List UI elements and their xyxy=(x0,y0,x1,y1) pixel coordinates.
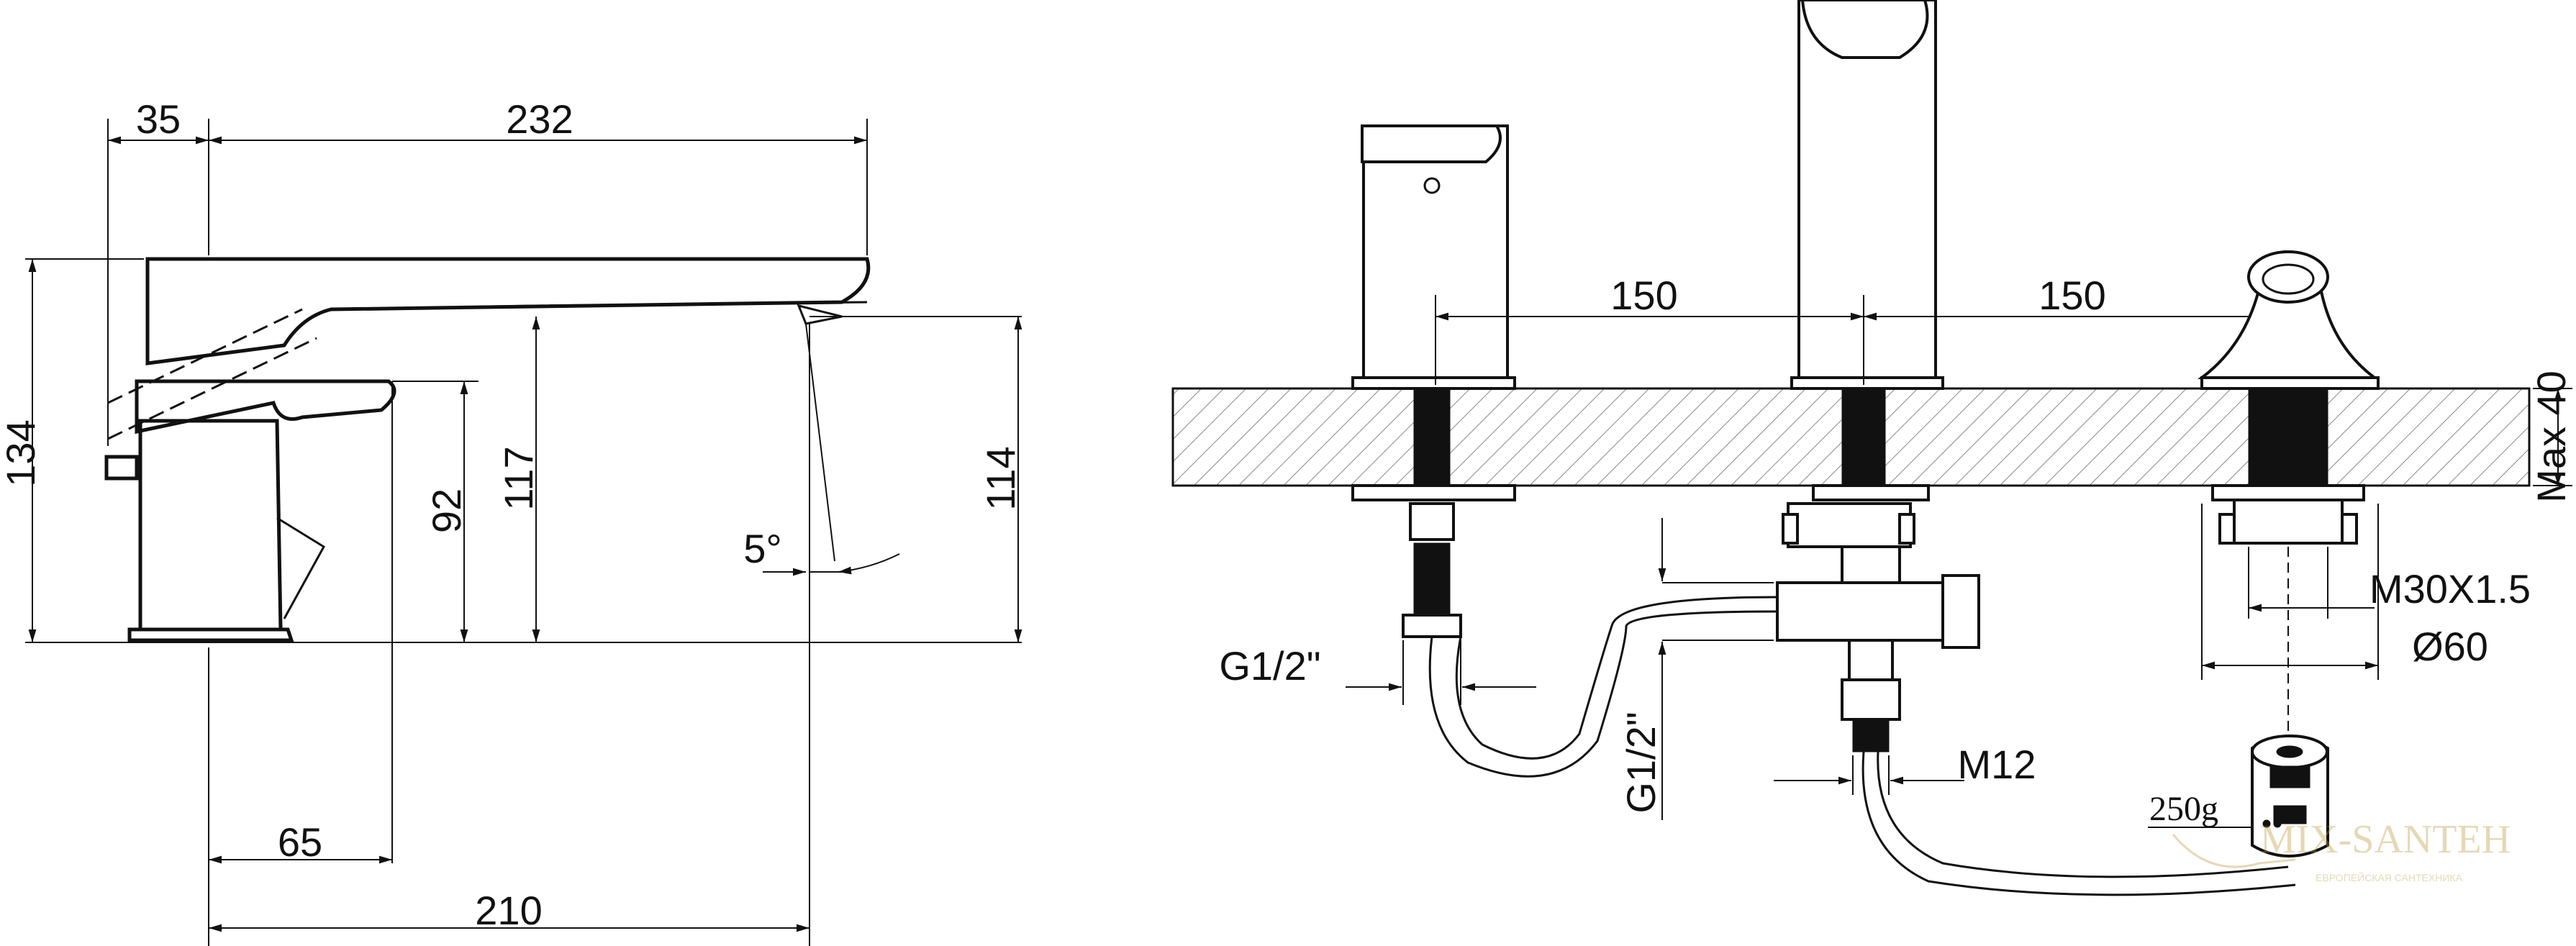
dim-150-left: 150 xyxy=(1610,273,1677,318)
right-diverter xyxy=(2198,250,2380,784)
dim-g12-left: G1/2" xyxy=(1219,643,1320,688)
dim-92: 92 xyxy=(424,488,469,533)
side-view: 35 232 134 92 117 114 5° 65 210 xyxy=(0,96,1023,946)
dim-m12: M12 xyxy=(1958,742,2036,787)
watermark-brand: MIX-SANTEH xyxy=(2260,817,2511,862)
dim-max-40: Max 40 xyxy=(2529,370,2574,503)
dim-134: 134 xyxy=(0,419,43,486)
dim-117: 117 xyxy=(496,446,541,510)
install-view: Max 40 G1/2" xyxy=(1171,0,2574,896)
dim-232: 232 xyxy=(506,96,573,142)
dim-210: 210 xyxy=(475,888,542,933)
dim-150-right: 150 xyxy=(2038,273,2105,318)
watermark: MIX-SANTEH ЕВРОПЕЙСКАЯ САНТЕХНИКА xyxy=(2172,817,2511,883)
dim-g12-center: G1/2" xyxy=(1618,711,1664,813)
dim-diameter-60: Ø60 xyxy=(2412,624,2488,669)
watermark-tagline: ЕВРОПЕЙСКАЯ САНТЕХНИКА xyxy=(2316,871,2462,883)
counterweight xyxy=(2251,734,2329,858)
dim-35: 35 xyxy=(136,96,181,142)
dim-65: 65 xyxy=(278,819,322,865)
center-spout xyxy=(1776,0,1980,752)
dim-angle-5: 5° xyxy=(743,526,782,571)
dim-114: 114 xyxy=(978,446,1023,510)
weight-label: 250g xyxy=(2149,790,2218,828)
dim-m30x15: M30X1.5 xyxy=(2369,566,2531,611)
